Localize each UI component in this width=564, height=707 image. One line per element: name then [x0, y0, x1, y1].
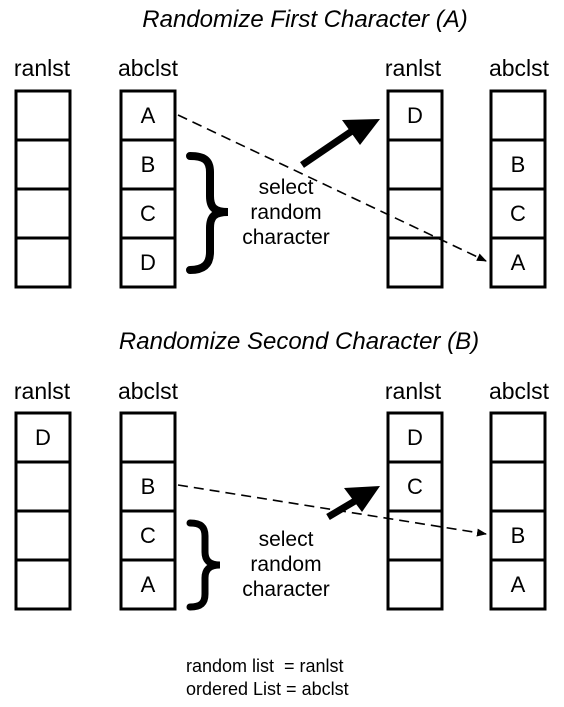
s2-move-arrow-head — [344, 486, 380, 512]
s2-brace — [186, 519, 221, 611]
cell — [14, 236, 72, 289]
s1-note-line2: random — [250, 201, 321, 224]
s2-col4-stack: B A — [489, 411, 547, 611]
cell-value: A — [141, 572, 156, 597]
s1-col1-label: ranlst — [14, 55, 71, 81]
cell — [386, 138, 444, 191]
cell-value: C — [510, 201, 526, 226]
cell — [386, 558, 444, 611]
s1-col3-label: ranlst — [385, 55, 442, 81]
s2-col1-stack: D — [14, 411, 72, 611]
cell-value: A — [511, 572, 526, 597]
cell-value: B — [511, 152, 526, 177]
legend-line1: random list = ranlst — [186, 656, 344, 676]
s2-note-line3: character — [242, 578, 330, 601]
cell-value: B — [141, 474, 156, 499]
s1-col2-label: abclst — [118, 55, 179, 81]
cell — [119, 411, 177, 464]
cell — [489, 460, 547, 513]
cell — [386, 236, 444, 289]
s1-col4-stack: B C A — [489, 89, 547, 289]
s2-note-line1: select — [259, 528, 314, 551]
s2-dashed-arrow — [177, 484, 487, 537]
s1-move-arrow — [300, 128, 354, 168]
cell — [386, 460, 444, 513]
cell-value: D — [407, 425, 423, 450]
cell-value: D — [140, 250, 156, 275]
cell-value: A — [141, 103, 156, 128]
cell — [119, 558, 177, 611]
s2-col3-label: ranlst — [385, 378, 442, 404]
s1-note-line3: character — [242, 226, 330, 249]
cell — [14, 138, 72, 191]
cell — [14, 187, 72, 240]
cell — [489, 89, 547, 142]
cell-value: C — [407, 474, 423, 499]
section-1-title: Randomize First Character (A) — [142, 6, 467, 33]
cell — [489, 138, 547, 191]
s1-col2-stack: A B C D — [119, 89, 177, 289]
cell — [489, 558, 547, 611]
s1-note-line1: select — [259, 176, 314, 199]
s1-move-arrow-head — [342, 119, 380, 145]
s1-dashed-arrow — [177, 114, 487, 262]
cell — [489, 236, 547, 289]
s2-col1-label: ranlst — [14, 378, 71, 404]
s2-note-line2: random — [250, 553, 321, 576]
legend-line2: ordered List = abclst — [186, 679, 349, 699]
s1-col4-label: abclst — [489, 55, 550, 81]
s1-col1-stack — [14, 89, 72, 289]
cell-value: D — [407, 103, 423, 128]
cell-value: B — [511, 523, 526, 548]
cell — [386, 509, 444, 562]
s1-col3-stack: D — [386, 89, 444, 289]
cell — [14, 89, 72, 142]
cell-value: C — [140, 523, 156, 548]
section-2-title: Randomize Second Character (B) — [119, 328, 479, 355]
cell — [14, 558, 72, 611]
s2-col2-stack: B C A — [119, 411, 177, 611]
cell — [489, 411, 547, 464]
cell — [386, 187, 444, 240]
s1-brace — [186, 152, 229, 274]
s2-col3-stack: D C — [386, 411, 444, 611]
cell-value: D — [35, 425, 51, 450]
cell-value: C — [140, 201, 156, 226]
cell-value: B — [141, 152, 156, 177]
cell — [119, 509, 177, 562]
cell — [14, 411, 72, 464]
cell — [14, 509, 72, 562]
cell — [14, 460, 72, 513]
cell-value: A — [511, 250, 526, 275]
s2-col2-label: abclst — [118, 378, 179, 404]
cell — [119, 236, 177, 289]
s2-col4-label: abclst — [489, 378, 550, 404]
